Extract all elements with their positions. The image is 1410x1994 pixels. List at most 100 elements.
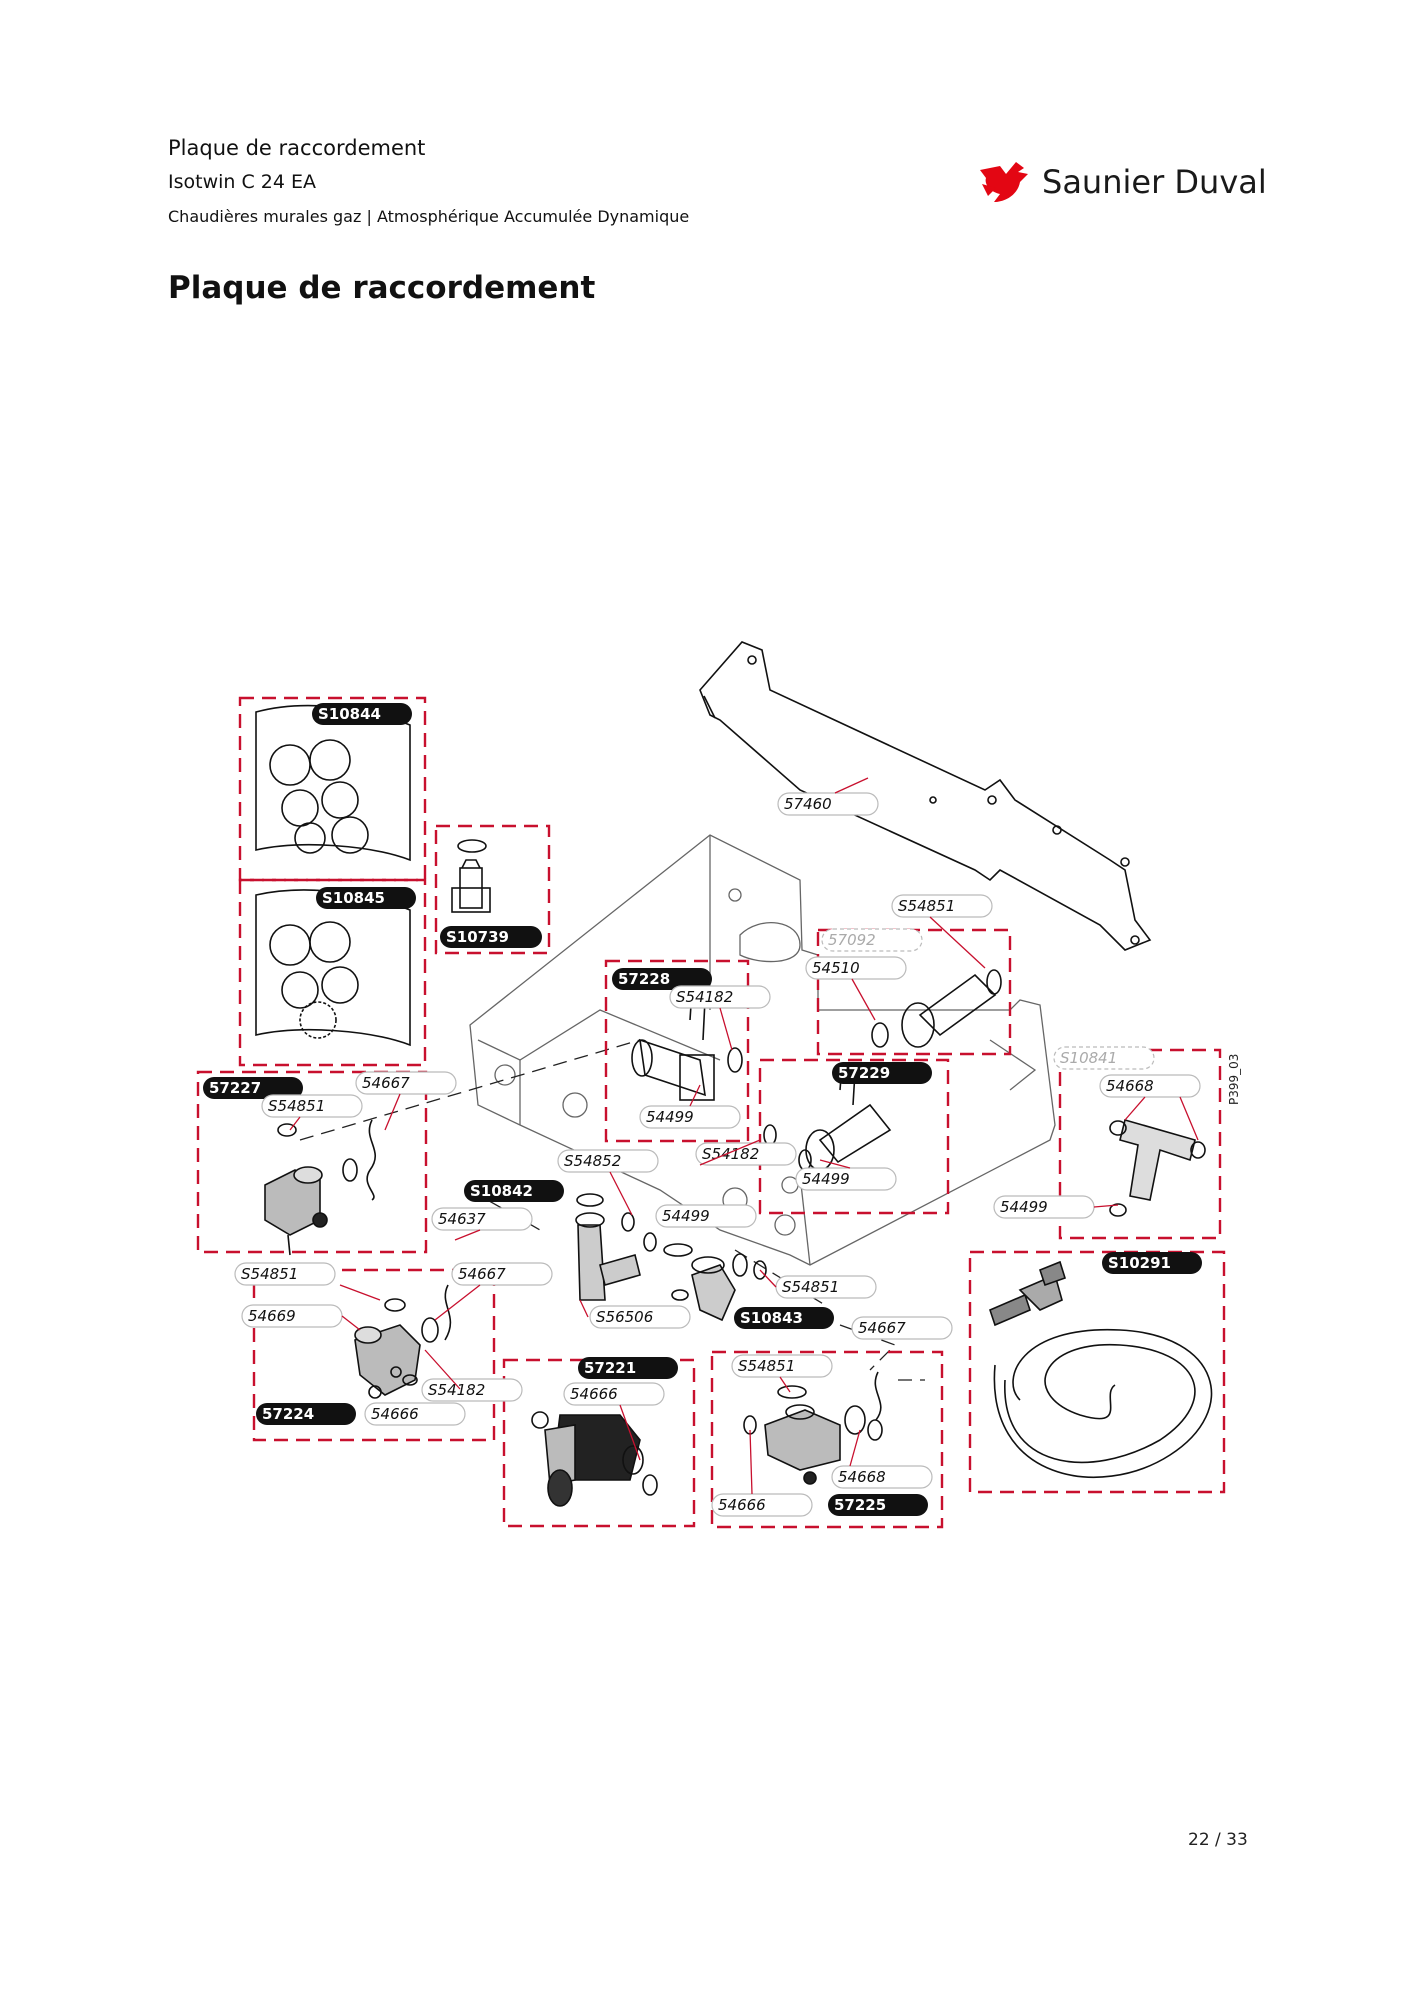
- label-S10844: S10844: [312, 703, 412, 725]
- svg-text:57225: 57225: [834, 1496, 886, 1514]
- label-box-S54182-b: [695, 1142, 797, 1166]
- part-label-57092: 57092: [828, 931, 876, 949]
- svg-text:S10739: S10739: [446, 928, 509, 946]
- label-S10845: S10845: [316, 887, 416, 909]
- label-box-54667-c: [851, 1316, 953, 1340]
- label-box-54510: [805, 956, 907, 980]
- label-box-57092: [821, 928, 923, 952]
- label-57225: 57225: [828, 1494, 928, 1516]
- label-S10291: S10291: [1102, 1252, 1202, 1274]
- label-box-54637: [431, 1207, 533, 1231]
- brand-name: Saunier Duval: [1042, 163, 1267, 201]
- svg-text:S10842: S10842: [470, 1182, 533, 1200]
- label-box-S54852: [557, 1149, 659, 1173]
- part-label-54666: 54666: [718, 1496, 766, 1514]
- part-label-S10841: S10841: [1060, 1049, 1117, 1067]
- label-57228: 57228: [612, 968, 712, 990]
- gasket-bag-S10845-drawing: [255, 889, 411, 1047]
- part-label-S54182: S54182: [428, 1381, 485, 1399]
- part-label-S54852: S54852: [564, 1152, 621, 1170]
- svg-text:57224: 57224: [262, 1405, 314, 1423]
- label-S10843: S10843: [734, 1307, 834, 1329]
- group-box-57225: [710, 1350, 944, 1529]
- part-label-S54851: S54851: [241, 1265, 298, 1283]
- part-label-54499: 54499: [646, 1108, 694, 1126]
- valve-S10843-drawing: [663, 1243, 767, 1322]
- hose-S10291-drawing: [989, 1260, 1213, 1479]
- label-box-54667-a: [355, 1071, 457, 1095]
- label-box-54666-b: [563, 1382, 665, 1406]
- valve-57225-drawing: [743, 1371, 883, 1485]
- svg-text:57229: 57229: [838, 1064, 890, 1082]
- label-box-57460: [777, 792, 879, 816]
- valve-57227-drawing: [264, 1119, 376, 1256]
- page-number: 22 / 33: [1188, 1830, 1248, 1850]
- label-box-S54851-e: [731, 1354, 833, 1378]
- label-box-54666-a: [364, 1402, 466, 1426]
- part-label-54669: 54669: [248, 1307, 296, 1325]
- svg-text:S10843: S10843: [740, 1309, 803, 1327]
- label-box-S54851-b: [261, 1094, 363, 1118]
- fitting-54510-drawing: [871, 969, 1002, 1048]
- svg-text:S10291: S10291: [1108, 1254, 1171, 1272]
- label-box-S54851-c: [234, 1262, 336, 1286]
- label-S10842: S10842: [464, 1180, 564, 1202]
- part-label-S56506: S56506: [596, 1308, 653, 1326]
- part-label-54499: 54499: [1000, 1198, 1048, 1216]
- tee-S10842-drawing: [575, 1193, 657, 1301]
- label-box-S54851-a: [891, 894, 993, 918]
- label-box-54666-c: [711, 1493, 813, 1517]
- part-label-54667: 54667: [858, 1319, 906, 1337]
- label-57229: 57229: [832, 1062, 932, 1084]
- label-57221: 57221: [578, 1357, 678, 1379]
- label-box-54667-b: [451, 1262, 553, 1286]
- part-label-54666: 54666: [570, 1385, 618, 1403]
- group-box-S10844: [238, 696, 427, 882]
- part-label-S54182: S54182: [676, 988, 733, 1006]
- part-label-S54851: S54851: [738, 1357, 795, 1375]
- part-label-54510: 54510: [812, 959, 860, 977]
- svg-text:S10844: S10844: [318, 705, 381, 723]
- part-label-54668: 54668: [1106, 1077, 1154, 1095]
- label-S10739: S10739: [440, 926, 542, 948]
- part-label-S54851: S54851: [268, 1097, 325, 1115]
- label-box-54668-a: [1099, 1074, 1201, 1098]
- part-label-54637: 54637: [438, 1210, 486, 1228]
- saunier-duval-bird-logo-icon: [980, 162, 1028, 202]
- valve-S10739-drawing: [451, 839, 491, 913]
- svg-text:57221: 57221: [584, 1359, 636, 1377]
- label-box-54499-b: [795, 1167, 897, 1191]
- part-labels: S10844 S10845 S10739 57228 57229 57227 S…: [203, 703, 1202, 1517]
- valve-57224-drawing: [354, 1284, 452, 1399]
- svg-text:S10845: S10845: [322, 889, 385, 907]
- part-label-54666: 54666: [371, 1405, 419, 1423]
- label-57227: 57227: [203, 1077, 303, 1099]
- group-box-57224: [252, 1268, 496, 1442]
- gasket-bag-S10844-drawing: [255, 704, 411, 862]
- group-box-57228: [604, 959, 750, 1143]
- doc-header-title: Plaque de raccordement: [168, 136, 426, 160]
- fitting-57228-drawing: [631, 988, 743, 1101]
- group-box-S10291: [968, 1250, 1226, 1494]
- label-box-S54182-c: [421, 1378, 523, 1402]
- group-box-57229: [758, 1058, 950, 1215]
- label-box-S56506: [589, 1305, 691, 1329]
- valve-57221-drawing: [531, 1411, 658, 1507]
- part-label-S54851: S54851: [782, 1278, 839, 1296]
- page-title: Plaque de raccordement: [168, 270, 596, 306]
- doc-header-category: Chaudières murales gaz | Atmosphérique A…: [168, 207, 690, 226]
- part-label-57460: 57460: [784, 795, 832, 813]
- svg-text:57228: 57228: [618, 970, 670, 988]
- part-label-54667: 54667: [458, 1265, 506, 1283]
- label-leader-lines: [289, 777, 1199, 1495]
- group-box-57227: [196, 1070, 428, 1254]
- part-label-54667: 54667: [362, 1074, 410, 1092]
- part-label-54499: 54499: [802, 1170, 850, 1188]
- label-57224: 57224: [256, 1403, 356, 1425]
- label-box-54499-d: [655, 1204, 757, 1228]
- tee-54668-drawing: [1109, 1119, 1206, 1217]
- part-label-54668: 54668: [838, 1468, 886, 1486]
- part-label-S54851: S54851: [898, 897, 955, 915]
- group-box-S10845: [238, 878, 427, 1067]
